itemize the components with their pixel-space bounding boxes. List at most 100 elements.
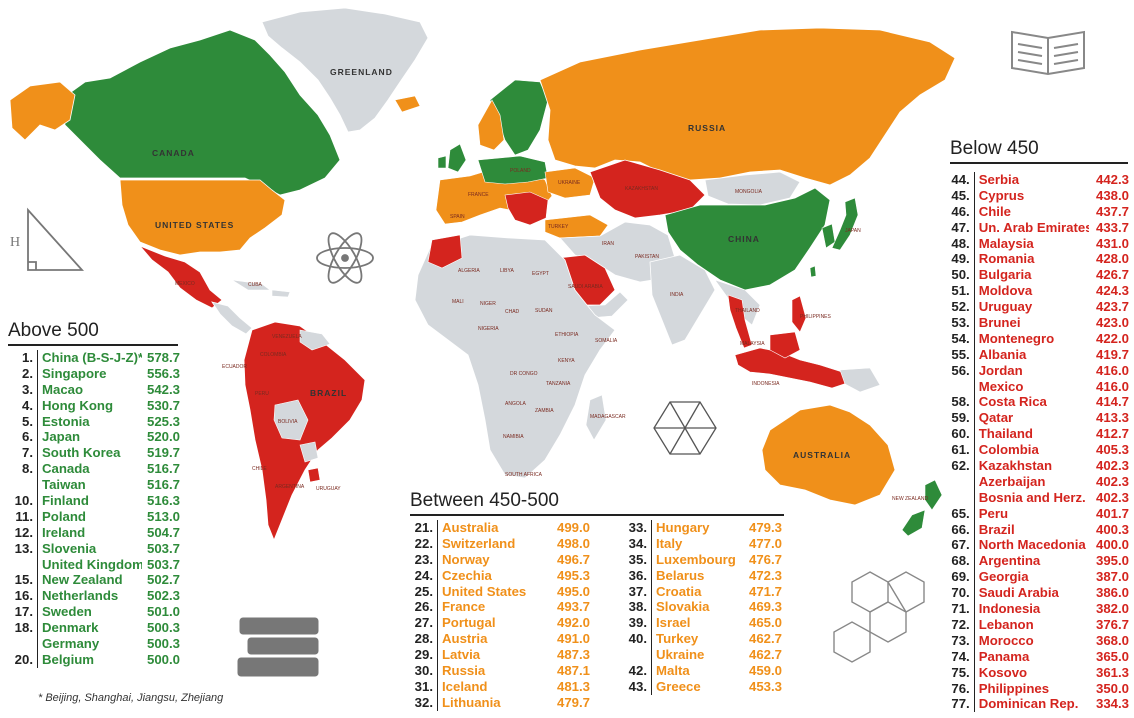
rank-number: 74.: [945, 648, 975, 665]
country-score: 516.7: [146, 477, 180, 493]
rank-number: [945, 378, 975, 395]
united-states-shape: [119, 179, 286, 256]
country-name: Brunei: [978, 315, 1021, 331]
country-score: 525.3: [146, 413, 180, 429]
country-score: 413.3: [1095, 410, 1129, 426]
country-score: 556.3: [146, 365, 180, 381]
map-label-egypt: EGYPT: [532, 271, 549, 277]
country-name: Brazil: [978, 521, 1015, 537]
country-score: 469.3: [748, 599, 782, 615]
country-name: Croatia: [656, 583, 702, 599]
country-score: 424.3: [1095, 283, 1129, 299]
country-name: Greece: [656, 678, 701, 694]
rank-number: [945, 489, 975, 506]
country-score: 495.3: [556, 567, 590, 583]
country-name: Malaysia: [978, 235, 1034, 251]
rank-number: 26.: [408, 599, 438, 616]
rank-number: 45.: [945, 187, 975, 204]
rank-number: 25.: [408, 583, 438, 600]
rank-number: 20.: [8, 651, 38, 668]
central-america-shape: [211, 301, 253, 335]
country-score: 500.3: [146, 620, 180, 636]
map-label-tanzania: TANZANIA: [546, 381, 571, 387]
rank-number: 59.: [945, 410, 975, 427]
rank-number: 46.: [945, 203, 975, 220]
map-label-mongolia: MONGOLIA: [735, 189, 763, 195]
map-label-india: INDIA: [670, 292, 684, 298]
map-label-sudan: SUDAN: [535, 308, 553, 314]
country-score: 516.7: [146, 461, 180, 477]
country-name: United Kingdom: [42, 556, 142, 572]
country-name: United States: [442, 583, 527, 599]
above-500-panel: Above 500: [8, 320, 178, 350]
map-label-colombia: COLOMBIA: [260, 352, 287, 358]
country-score: 334.3: [1095, 696, 1129, 712]
country-score: 516.3: [146, 493, 180, 509]
map-label-brazil: BRAZIL: [310, 388, 347, 398]
country-score: 471.7: [748, 583, 782, 599]
country-name: Norway: [442, 551, 490, 567]
map-label-russia: RUSSIA: [688, 123, 726, 133]
country-score: 495.0: [556, 583, 590, 599]
country-score: 503.7: [146, 556, 180, 572]
rank-number: 21.: [408, 520, 438, 536]
rank-number: 76.: [945, 680, 975, 697]
country-name: Italy: [656, 535, 683, 551]
country-score: 491.0: [556, 631, 590, 647]
country-name: Turkey: [656, 631, 699, 647]
country-score: 395.0: [1095, 553, 1129, 569]
country-name: Argentina: [978, 553, 1041, 569]
country-name: Morocco: [978, 632, 1034, 648]
country-score: 400.3: [1095, 521, 1129, 537]
rank-number: 35.: [622, 551, 652, 568]
country-score: 387.0: [1095, 569, 1129, 585]
country-name: North Macedonia: [978, 537, 1086, 553]
balkans-shape: [504, 191, 549, 226]
country-score: 428.0: [1095, 251, 1129, 267]
bolivia-shape: [273, 399, 309, 441]
philippines-shape: [791, 295, 807, 333]
rank-number: 18.: [8, 620, 38, 637]
rank-number: 75.: [945, 664, 975, 681]
rank-number: 2.: [8, 365, 38, 382]
country-score: 530.7: [146, 397, 180, 413]
country-name: Hungary: [656, 520, 710, 535]
country-score: 426.7: [1095, 267, 1129, 283]
country-name: Slovenia: [42, 540, 97, 556]
rank-number: 49.: [945, 251, 975, 268]
country-name: Iceland: [442, 678, 488, 694]
country-name: Russia: [442, 663, 486, 679]
country-score: 422.0: [1095, 330, 1129, 346]
map-label-venezuela: VENEZUELA: [272, 334, 302, 340]
new-guinea-shape: [839, 367, 881, 393]
greenland-shape: [261, 7, 429, 133]
rank-number: 36.: [622, 567, 652, 584]
rank-number: 1.: [8, 350, 38, 366]
africa-shape: [414, 234, 616, 479]
map-label-china: CHINA: [728, 234, 760, 244]
between-450-500-title: Between 450-500: [410, 490, 784, 516]
country-score: 487.3: [556, 647, 590, 663]
map-label-france: FRANCE: [468, 192, 489, 198]
map-label-philippines: PHILIPPINES: [800, 314, 832, 320]
ranking-row: 25.United States 495.0: [408, 583, 593, 600]
